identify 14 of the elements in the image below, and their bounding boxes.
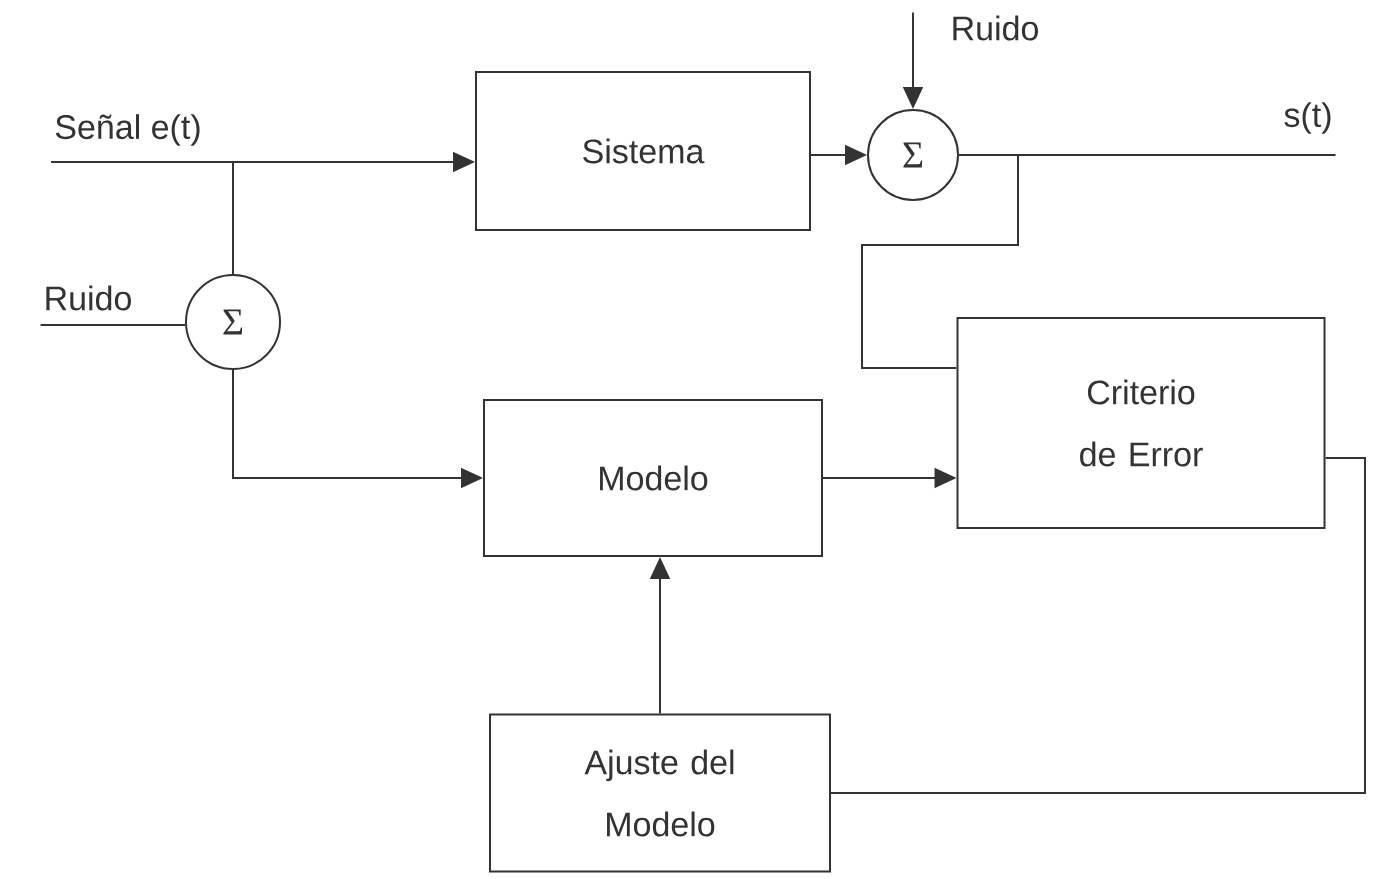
block-box: Modelo: [483, 399, 823, 557]
connector-line: [861, 154, 1019, 369]
signal-label: Ruido: [46, 285, 131, 311]
block-box: Ajuste del Modelo: [489, 713, 831, 873]
signal-label: Ruido: [953, 15, 1038, 41]
block-box: Sistema: [475, 71, 811, 231]
connector-line: [830, 457, 1366, 794]
connector-line: [39, 324, 186, 326]
signal-label: Señal e(t): [55, 114, 200, 146]
summing-junction: Σ: [185, 274, 281, 370]
signal-label: s(t): [1284, 102, 1331, 134]
connector-line: [50, 161, 234, 275]
summing-junction: Σ: [867, 109, 959, 201]
block-box: Criterio de Error: [956, 317, 1326, 529]
